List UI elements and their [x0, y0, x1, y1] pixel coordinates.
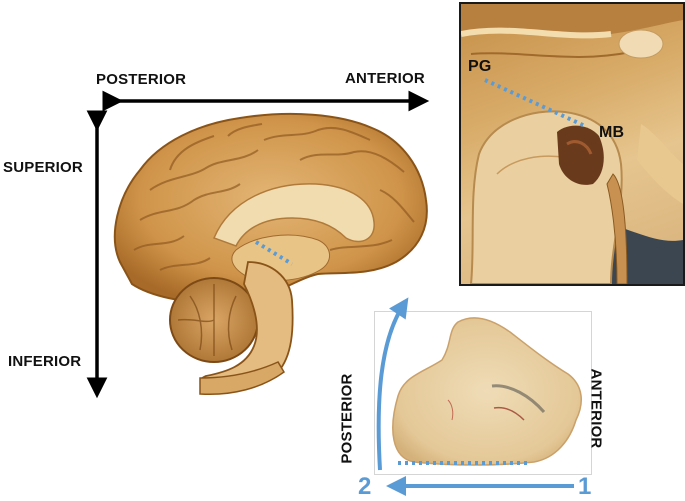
inset-label-pg: PG: [468, 58, 492, 75]
label-superior: SUPERIOR: [3, 159, 83, 176]
inset-tissue: [461, 4, 683, 284]
inset-label-mb: MB: [599, 124, 625, 141]
slice-label-anterior: ANTERIOR: [587, 368, 605, 449]
label-anterior: ANTERIOR: [345, 70, 425, 87]
cerebellum-folia: [177, 284, 237, 356]
step-label-1: 1: [578, 473, 592, 500]
corpus-callosum: [213, 183, 375, 247]
brain-slice: [392, 317, 582, 466]
slice-label-posterior: POSTERIOR: [338, 373, 356, 464]
cut-line-main: [254, 240, 294, 266]
inset-closeup-photo: PG MB: [459, 2, 685, 286]
sequence-arrow-curve: [376, 297, 409, 471]
label-inferior: INFERIOR: [8, 353, 82, 370]
label-posterior: POSTERIOR: [96, 71, 187, 88]
step-label-2: 2: [358, 473, 372, 500]
spinal-cord-stub: [199, 361, 285, 396]
cut-line-inset: [484, 78, 586, 128]
gyri-texture: [133, 123, 415, 271]
